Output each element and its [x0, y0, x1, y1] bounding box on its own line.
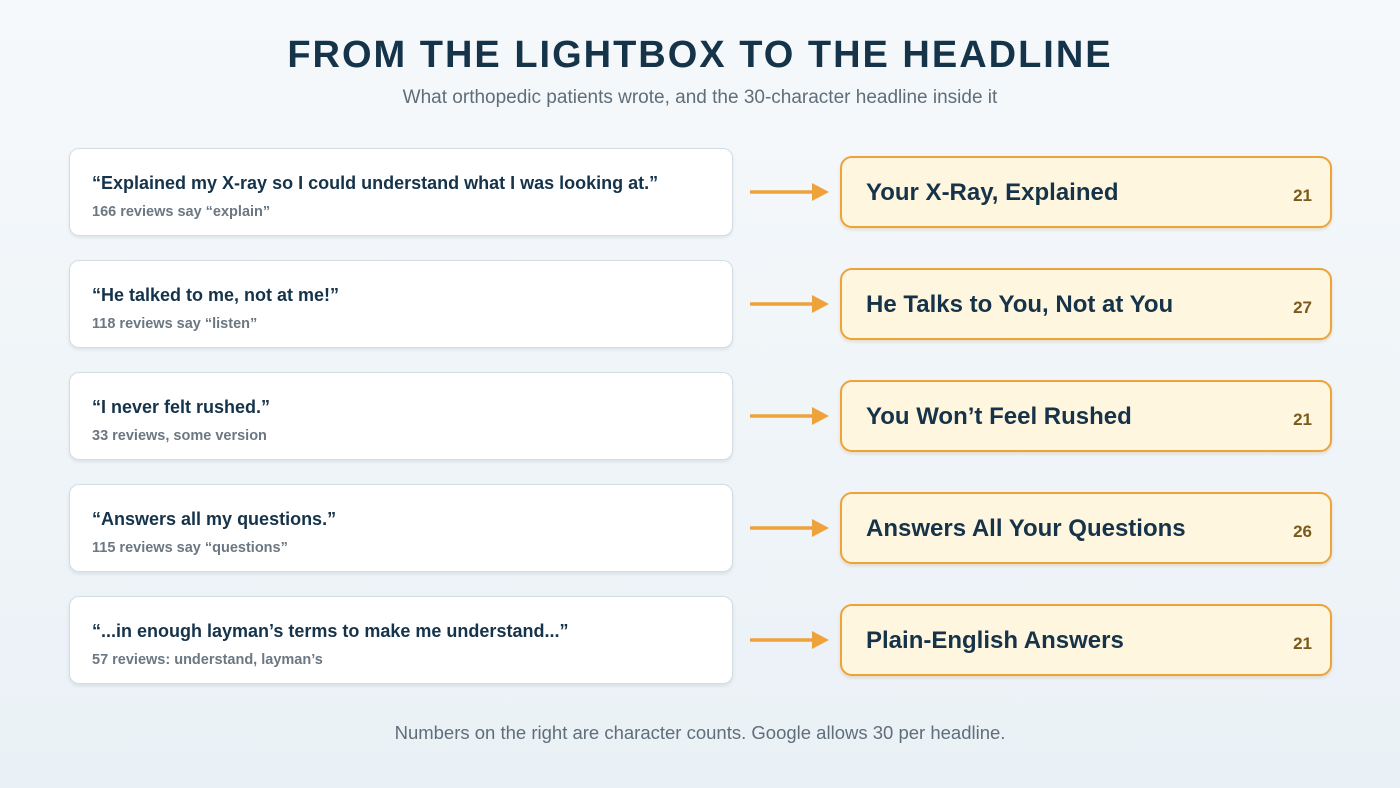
patient-quote: “I never felt rushed.”: [92, 397, 271, 417]
character-count: 26: [1293, 522, 1312, 541]
quote-card: “He talked to me, not at me!” 118 review…: [69, 260, 733, 348]
right-arrow-icon: [750, 183, 829, 201]
mapping-row: “...in enough layman’s terms to make me …: [0, 596, 1400, 686]
headline-card: Your X-Ray, Explained 21: [840, 156, 1332, 228]
page-subtitle: What orthopedic patients wrote, and the …: [402, 87, 998, 108]
review-count-note: 118 reviews say “listen”: [92, 316, 258, 332]
review-count-note: 115 reviews say “questions”: [92, 540, 288, 556]
ad-headline: Answers All Your Questions: [866, 515, 1186, 542]
quote-card: “I never felt rushed.” 33 reviews, some …: [69, 372, 733, 460]
headline-card: He Talks to You, Not at You 27: [840, 268, 1332, 340]
right-arrow-icon: [750, 631, 829, 649]
character-count: 21: [1293, 410, 1312, 429]
quote-card: “Answers all my questions.” 115 reviews …: [69, 484, 733, 572]
ad-headline: He Talks to You, Not at You: [866, 291, 1174, 318]
headline-card: You Won’t Feel Rushed 21: [840, 380, 1332, 452]
headline-card: Answers All Your Questions 26: [840, 492, 1332, 564]
review-count-note: 33 reviews, some version: [92, 428, 267, 444]
patient-quote: “Answers all my questions.”: [92, 509, 337, 529]
mapping-row: “I never felt rushed.” 33 reviews, some …: [0, 372, 1400, 462]
ad-headline: You Won’t Feel Rushed: [866, 403, 1132, 430]
patient-quote: “Explained my X-ray so I could understan…: [92, 173, 659, 193]
mapping-row: “Explained my X-ray so I could understan…: [0, 148, 1400, 238]
ad-headline: Plain-English Answers: [866, 627, 1124, 654]
quote-card: “Explained my X-ray so I could understan…: [69, 148, 733, 236]
page-title: FROM THE LIGHTBOX TO THE HEADLINE: [287, 34, 1113, 76]
right-arrow-icon: [750, 519, 829, 537]
footnote: Numbers on the right are character count…: [394, 722, 1006, 743]
character-count: 21: [1293, 186, 1312, 205]
right-arrow-icon: [750, 295, 829, 313]
patient-quote: “...in enough layman’s terms to make me …: [92, 621, 569, 641]
review-count-note: 57 reviews: understand, layman’s: [92, 652, 323, 668]
review-count-note: 166 reviews say “explain”: [92, 204, 271, 220]
mapping-row: “He talked to me, not at me!” 118 review…: [0, 260, 1400, 350]
character-count: 27: [1293, 298, 1312, 317]
mapping-row: “Answers all my questions.” 115 reviews …: [0, 484, 1400, 574]
headline-card: Plain-English Answers 21: [840, 604, 1332, 676]
right-arrow-icon: [750, 407, 829, 425]
quote-card: “...in enough layman’s terms to make me …: [69, 596, 733, 684]
patient-quote: “He talked to me, not at me!”: [92, 285, 340, 305]
ad-headline: Your X-Ray, Explained: [866, 179, 1119, 206]
character-count: 21: [1293, 634, 1312, 653]
